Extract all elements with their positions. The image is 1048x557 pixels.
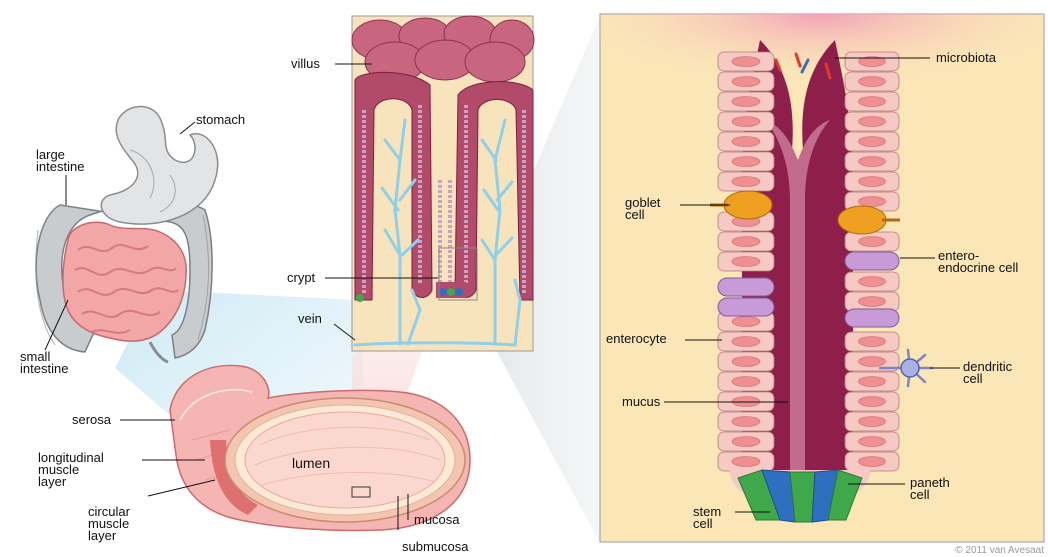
label-goblet-cell: goblet cell <box>625 197 660 221</box>
small-intestine-shape <box>63 222 186 341</box>
cell-nucleus <box>732 137 760 147</box>
label-mucosa: mucosa <box>414 514 460 526</box>
cell-nucleus <box>859 457 886 467</box>
cell-nucleus <box>732 457 760 467</box>
label-large-intestine: large intestine <box>36 149 84 173</box>
label-enteroendocrine-cell: entero- endocrine cell <box>938 250 1018 274</box>
cell-nucleus <box>859 157 886 167</box>
label-villus: villus <box>291 58 320 70</box>
cell-nucleus <box>732 57 760 67</box>
label-vein: vein <box>298 313 322 325</box>
label-microbiota: microbiota <box>936 52 996 64</box>
label-small-intestine: small intestine <box>20 351 68 375</box>
cell-nucleus <box>859 397 886 407</box>
left-epithelial-column <box>718 52 774 471</box>
cell-nucleus <box>732 257 760 267</box>
cell-nucleus <box>859 237 886 247</box>
cell-nucleus <box>859 177 886 187</box>
cell-nucleus <box>859 137 886 147</box>
label-dendritic-cell: dendritic cell <box>963 361 1012 385</box>
label-circular-muscle: circular muscle layer <box>88 506 130 542</box>
cell-nucleus <box>859 337 886 347</box>
cell-nucleus <box>859 417 886 427</box>
cell-nucleus <box>859 357 886 367</box>
cell-nucleus <box>732 77 760 87</box>
label-enterocyte: enterocyte <box>606 333 667 345</box>
cell-nucleus <box>732 377 760 387</box>
cell-nucleus <box>859 377 886 387</box>
cell-nucleus <box>859 437 886 447</box>
villus-panel <box>352 16 534 351</box>
cell-nucleus <box>732 157 760 167</box>
cell-nucleus <box>859 77 886 87</box>
lumen-area <box>245 412 445 508</box>
cell-nucleus <box>732 237 760 247</box>
label-mucus: mucus <box>622 396 660 408</box>
label-stomach: stomach <box>196 114 245 126</box>
gi-tract-illustration <box>36 106 218 362</box>
cell-nucleus <box>732 337 760 347</box>
copyright-credit: © 2011 van Avesaat <box>955 545 1044 556</box>
cell-nucleus <box>732 97 760 107</box>
label-serosa: serosa <box>72 414 111 426</box>
cell-nucleus <box>732 417 760 427</box>
cell-nucleus <box>859 197 886 207</box>
label-lumen: lumen <box>292 457 330 469</box>
label-submucosa: submucosa <box>402 541 468 553</box>
cell-nucleus <box>732 317 760 327</box>
cell-nucleus <box>859 277 886 287</box>
cell-nucleus <box>732 117 760 127</box>
cell-nucleus <box>732 177 760 187</box>
label-crypt: crypt <box>287 272 315 284</box>
cell-nucleus <box>732 437 760 447</box>
label-paneth-cell: paneth cell <box>910 477 950 501</box>
label-longitudinal-muscle: longitudinal muscle layer <box>38 452 104 488</box>
cell-nucleus <box>732 357 760 367</box>
cell-nucleus <box>859 117 886 127</box>
label-stem-cell: stem cell <box>693 506 721 530</box>
cell-nucleus <box>859 97 886 107</box>
crypt-detail-panel <box>600 14 1044 542</box>
cell-nucleus <box>859 297 886 307</box>
